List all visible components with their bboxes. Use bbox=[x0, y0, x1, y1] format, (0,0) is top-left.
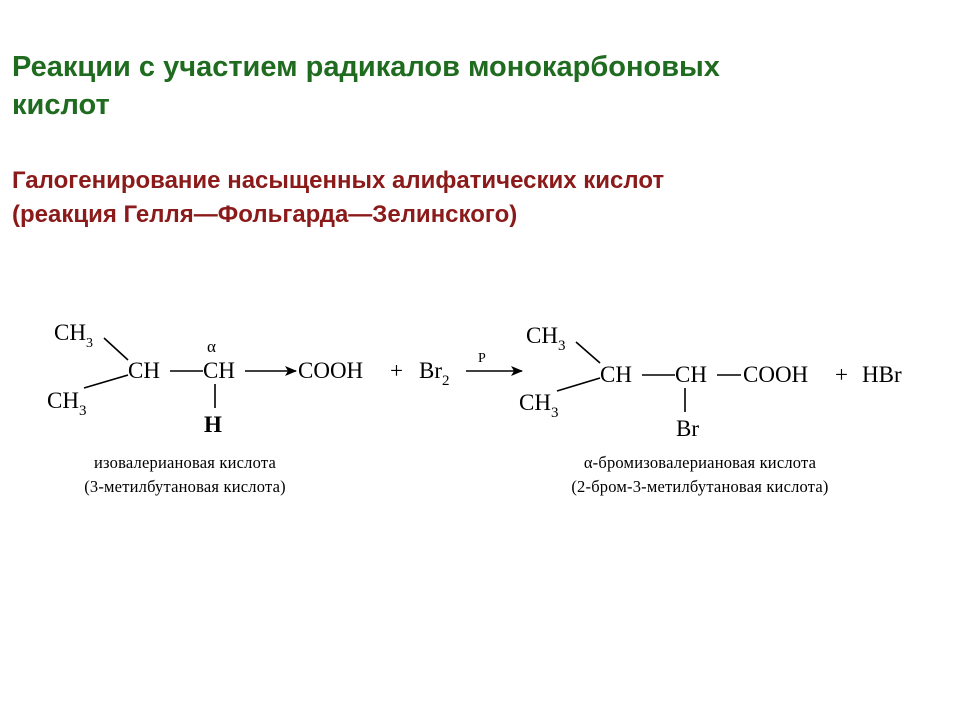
product-structure: CH3 CH3 CH CH Br COOH bbox=[519, 323, 808, 441]
product-cooh: COOH bbox=[743, 362, 808, 387]
reactant-ch3-top: CH3 bbox=[54, 320, 93, 351]
slide-subtitle: Галогенирование насыщенных алифатических… bbox=[12, 164, 942, 232]
hbr-byproduct: HBr bbox=[862, 362, 902, 387]
plus-sign-1: + bbox=[390, 358, 403, 383]
reactant-systematic-name: (3-метилбутановая кислота) bbox=[84, 477, 286, 496]
product-bond-ch3-bottom bbox=[556, 377, 601, 392]
reactant-ch-alpha: CH bbox=[203, 358, 235, 383]
reactant-name: изовалериановая кислота bbox=[94, 453, 276, 472]
slide-title: Реакции с участием радикалов монокарбоно… bbox=[12, 48, 942, 124]
catalyst-label: P bbox=[478, 351, 486, 366]
subtitle-line-1: Галогенирование насыщенных алифатических… bbox=[12, 167, 665, 194]
plus-sign-2: + bbox=[835, 362, 848, 387]
subtitle-line-2: (реакция Гелля—Фольгарда—Зелинского) bbox=[12, 201, 518, 228]
reactant-cooh: COOH bbox=[298, 358, 363, 383]
product-ch3-bottom: CH3 bbox=[519, 390, 558, 421]
reactant-ch3-bottom: CH3 bbox=[47, 388, 86, 419]
title-line-2: кислот bbox=[12, 89, 110, 121]
bromine-reagent: Br2 bbox=[419, 358, 450, 389]
product-ch3-top: CH3 bbox=[526, 323, 565, 354]
product-name: α-бромизовалериановая кислота bbox=[584, 453, 817, 472]
reactant-bond-ch3-bottom bbox=[83, 374, 129, 389]
product-ch-left: CH bbox=[600, 362, 632, 387]
reactant-ch-left: CH bbox=[128, 358, 160, 383]
product-systematic-name: (2-бром-3-метилбутановая кислота) bbox=[571, 477, 828, 496]
alpha-label: α bbox=[207, 337, 216, 356]
h-label: H bbox=[204, 412, 222, 437]
reactant-structure: CH3 CH3 CH α CH H COOH bbox=[47, 320, 363, 437]
br-label: Br bbox=[676, 416, 699, 441]
product-ch-alpha: CH bbox=[675, 362, 707, 387]
product-bond-ch3-top bbox=[575, 341, 601, 364]
title-line-1: Реакции с участием радикалов монокарбоно… bbox=[12, 51, 720, 83]
reactant-bond-ch3-top bbox=[103, 337, 129, 361]
